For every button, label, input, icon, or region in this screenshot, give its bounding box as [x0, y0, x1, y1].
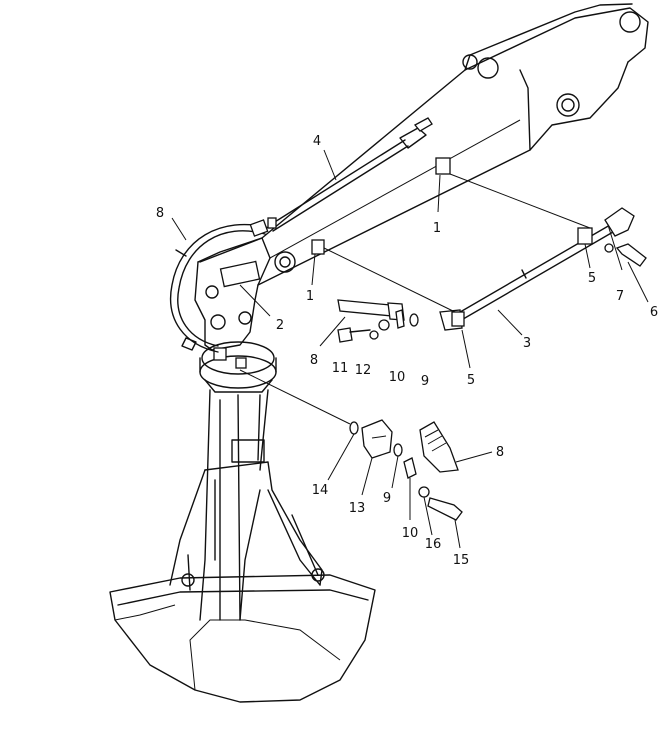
- washer-16: [418, 486, 430, 498]
- callout-8b: 8: [310, 353, 318, 368]
- callout-12: 12: [355, 363, 372, 378]
- pipe-4: [249, 117, 433, 237]
- callout-5b: 5: [467, 373, 475, 388]
- callout-13: 13: [349, 501, 366, 516]
- callout-15: 15: [453, 553, 470, 568]
- callout-4: 4: [313, 134, 321, 149]
- callout-8c: 8: [496, 445, 504, 460]
- leader-lines: [171, 149, 649, 549]
- block-13: [361, 419, 393, 459]
- clamps: [311, 157, 593, 327]
- bucket: [109, 574, 376, 703]
- callout-5a: 5: [588, 271, 596, 286]
- callout-6: 6: [650, 305, 658, 320]
- callout-16: 16: [425, 537, 442, 552]
- callout-3: 3: [523, 336, 531, 351]
- arm-head: [194, 237, 263, 351]
- callout-11: 11: [332, 361, 349, 376]
- fitting-10-upper: [395, 309, 405, 329]
- o-ring-9-lower: [393, 443, 403, 457]
- arm: [199, 3, 649, 286]
- callout-7: 7: [616, 289, 624, 304]
- callout-8a: 8: [156, 206, 164, 221]
- fitting-8-lower: [419, 421, 459, 473]
- callout-9b: 9: [383, 491, 391, 506]
- pipe-3: [439, 207, 635, 331]
- fitting-8-upper: [337, 299, 405, 321]
- o-ring-14: [349, 421, 359, 435]
- callout-2: 2: [276, 318, 284, 333]
- callout-10b: 10: [402, 526, 419, 541]
- callout-9a: 9: [421, 374, 429, 389]
- bolt-11-washer-12: [337, 319, 390, 343]
- bolt-15: [427, 497, 463, 521]
- callout-1a: 1: [433, 221, 441, 236]
- bolt-6-washer-7: [604, 243, 647, 267]
- hose-8-long: [170, 223, 271, 353]
- callout-14: 14: [312, 483, 329, 498]
- fitting-10-lower: [403, 457, 417, 479]
- callout-1b: 1: [306, 289, 314, 304]
- rotary-joint: [199, 341, 277, 393]
- callout-labels: 1 1 2 3 4 5 5 6 7 8 8 8 9 9 10 10 11 12 …: [156, 134, 658, 568]
- bucket-post: [169, 389, 325, 621]
- callout-10a: 10: [389, 370, 406, 385]
- o-ring-9-upper: [409, 313, 419, 327]
